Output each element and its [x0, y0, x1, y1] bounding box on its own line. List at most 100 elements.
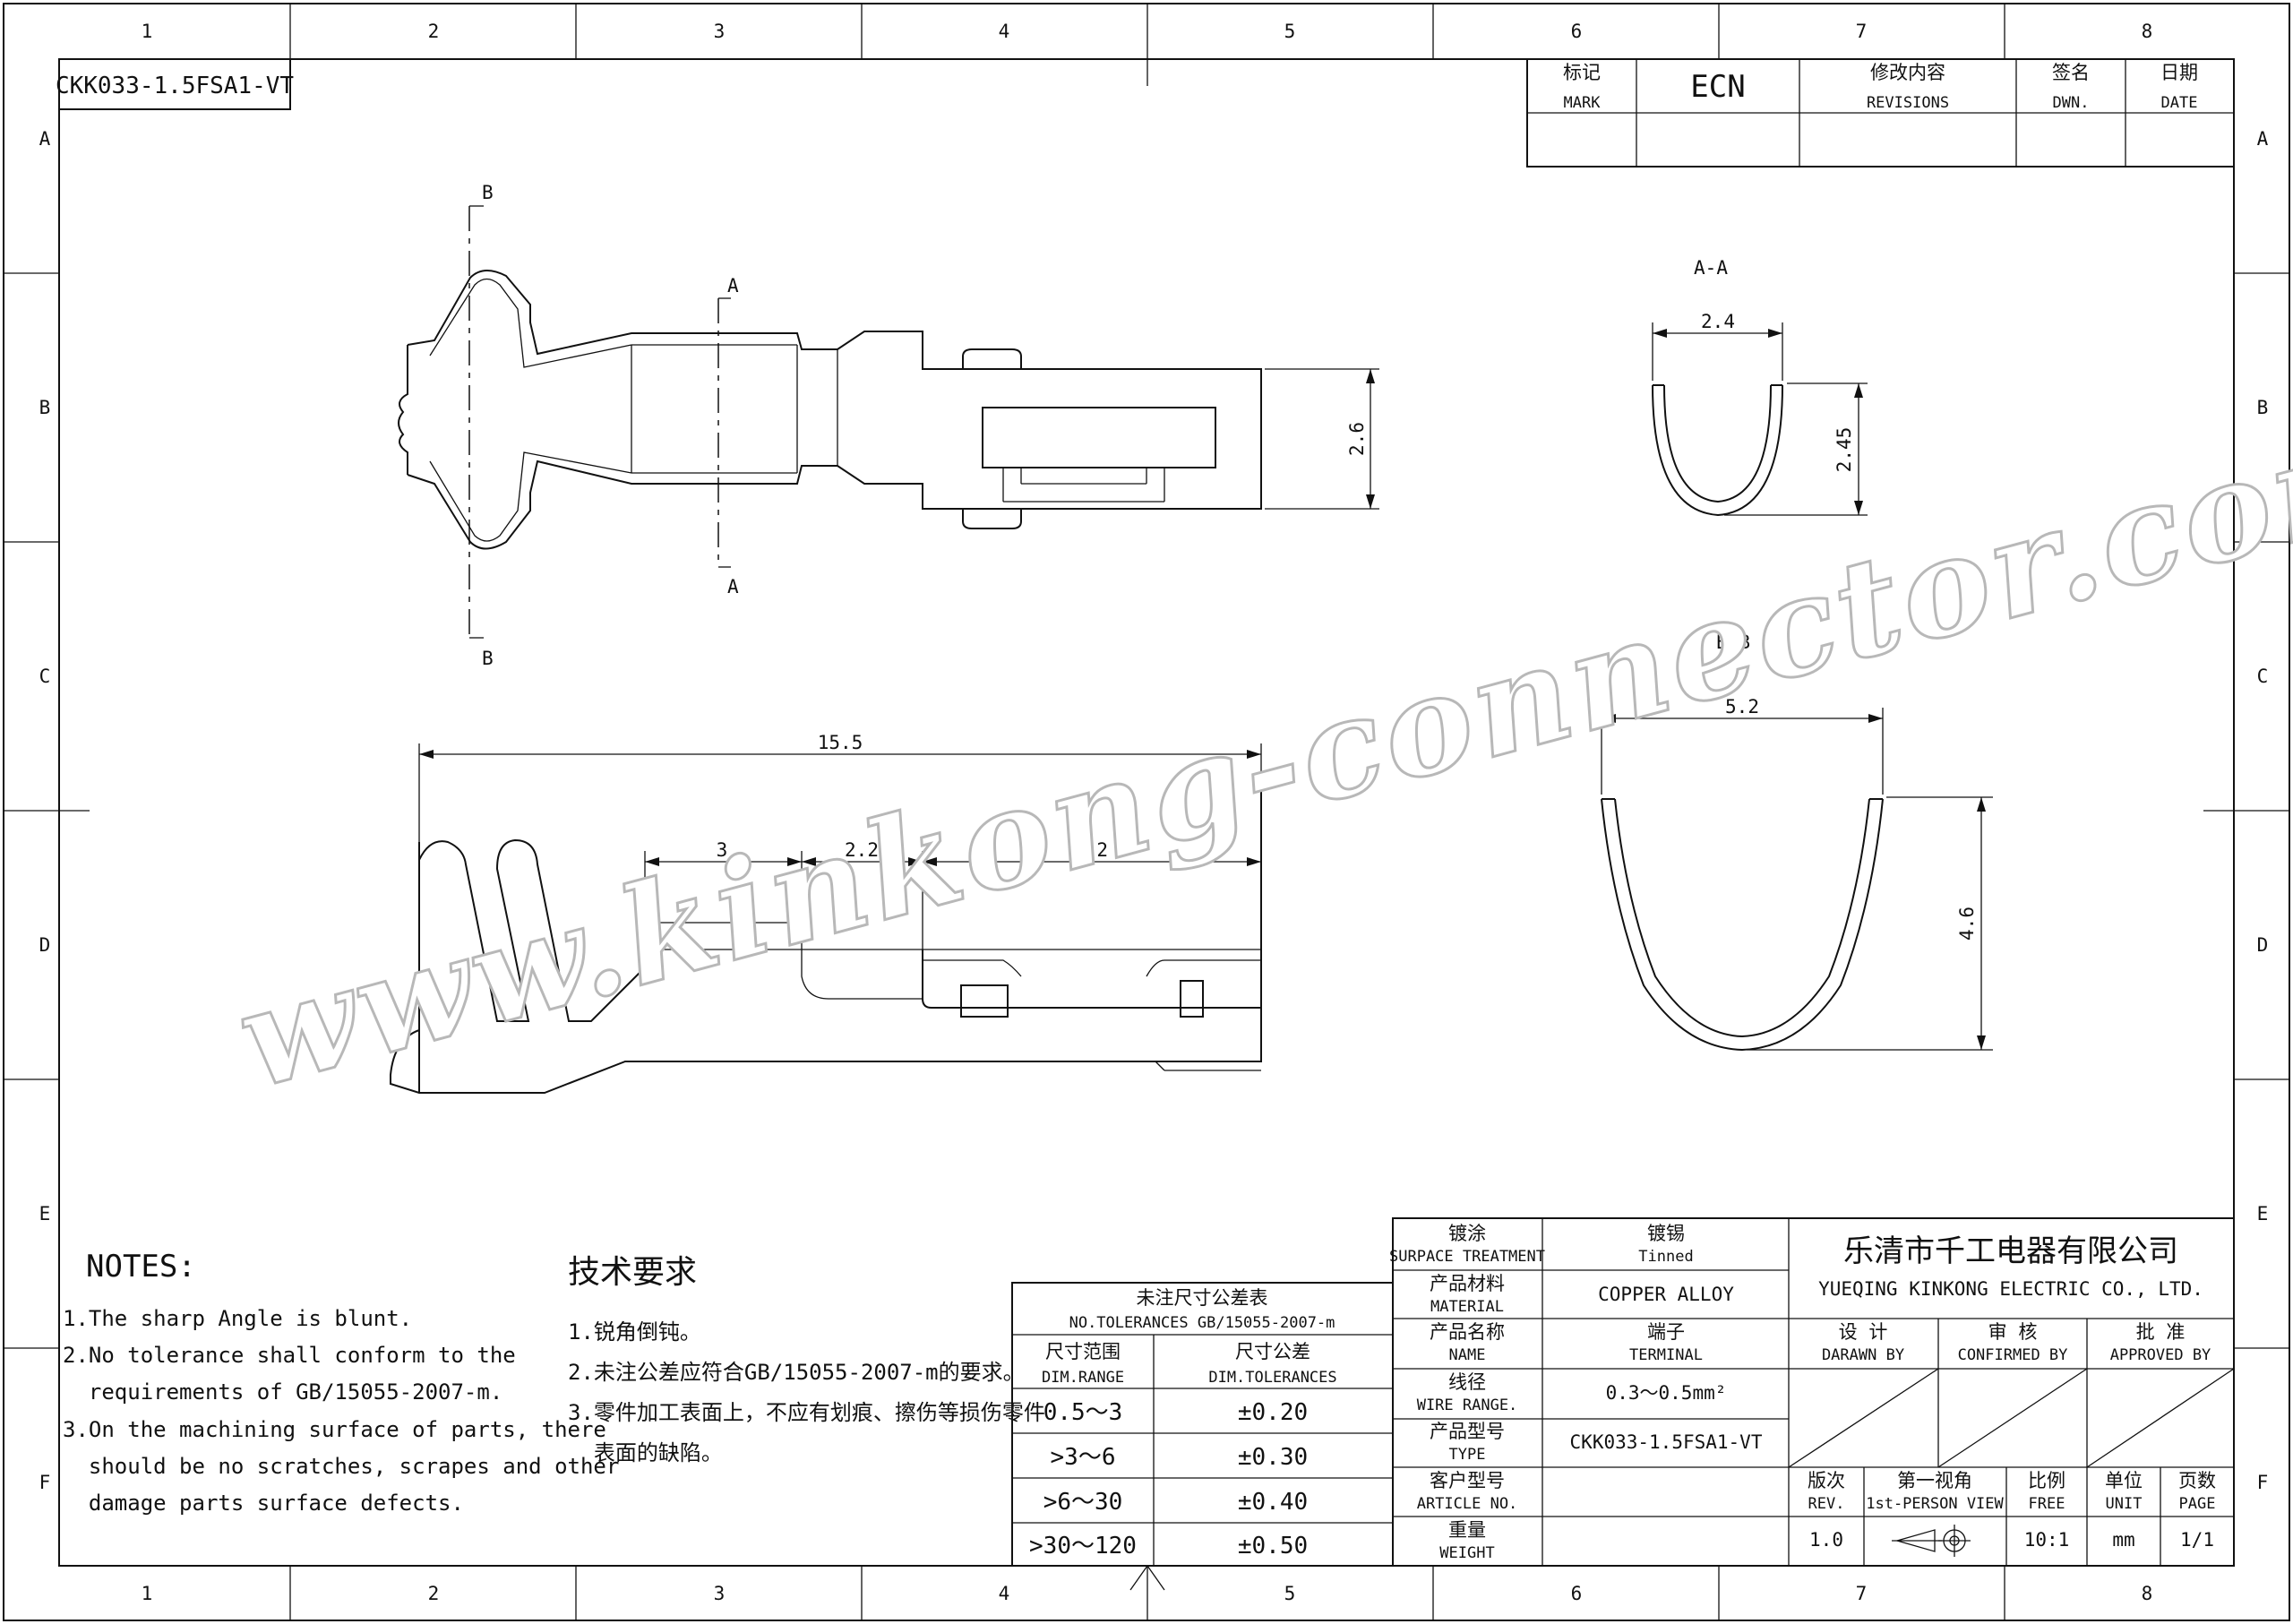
column-labels: 1 2 3 4 5 6 7 8 1 2 3 4 5 6 7 8 — [142, 21, 2153, 1604]
tb-value-cn: 端子 — [1647, 1321, 1685, 1343]
col-label-top: 8 — [2142, 21, 2153, 42]
col-label-top: 1 — [142, 21, 153, 42]
part-number-box: CKK033-1.5FSA1-VT — [56, 58, 294, 110]
row-label-right: B — [2257, 397, 2269, 418]
info-label-en: REV. — [1808, 1495, 1845, 1513]
row-label-left: F — [39, 1472, 51, 1493]
cut-label-b-bottom: B — [482, 648, 494, 669]
row-label-left: B — [39, 397, 51, 418]
tb-label-en: WIRE RANGE. — [1417, 1396, 1518, 1414]
tol-col1-en: DIM.RANGE — [1042, 1369, 1124, 1387]
info-label-cn: 版次 — [1808, 1470, 1845, 1491]
tb-label-en: SURPACE TREATMENT — [1389, 1248, 1545, 1266]
col-label-bottom: 7 — [1856, 1583, 1868, 1604]
section-b-label: B-B — [1716, 632, 1750, 653]
rev-date-cn: 日期 — [2160, 62, 2198, 83]
col-label-top: 2 — [428, 21, 440, 42]
row-label-right: E — [2257, 1203, 2269, 1224]
tb-label-cn: 客户型号 — [1430, 1470, 1505, 1491]
dim-aa-width: 2.4 — [1701, 311, 1735, 332]
row-label-left: E — [39, 1203, 51, 1224]
tol-col1-cn: 尺寸范围 — [1045, 1341, 1121, 1362]
tol-col2-en: DIM.TOLERANCES — [1208, 1369, 1336, 1387]
tb-value-en: CKK033-1.5FSA1-VT — [1570, 1431, 1763, 1453]
rev-mark-cn: 标记 — [1563, 62, 1601, 83]
tb-value-en: COPPER ALLOY — [1598, 1284, 1734, 1305]
dim-top-height: 2.6 — [1346, 422, 1368, 456]
title-block: 乐清市千工电器有限公司 YUEQING KINKONG ELECTRIC CO.… — [1389, 1217, 2235, 1567]
sign-role-cn: 设 计 — [1839, 1321, 1888, 1343]
notes-line-en: 1.The sharp Angle is blunt. — [63, 1306, 412, 1331]
notes-line-en: 3.On the machining surface of parts, the… — [63, 1417, 606, 1442]
col-label-top: 6 — [1571, 21, 1583, 42]
row-label-right: C — [2257, 666, 2269, 687]
side-view: 15.5 3 2.2 6.2 — [390, 732, 1262, 1094]
notes-title-en: NOTES: — [86, 1249, 196, 1285]
tol-title-en: NO.TOLERANCES GB/15055-2007-m — [1069, 1314, 1335, 1332]
rev-date-en: DATE — [2161, 94, 2198, 112]
row-labels: A B C D E F A B C D E F — [39, 128, 2269, 1493]
dim-bb-width: 5.2 — [1725, 696, 1759, 717]
cut-label-b-top: B — [482, 182, 494, 203]
notes-line-cn: 1.锐角倒钝。 — [568, 1319, 701, 1345]
tb-label-en: MATERIAL — [1430, 1298, 1504, 1316]
notes-line-en: 2.No tolerance shall conform to the — [63, 1343, 516, 1368]
col-label-top: 4 — [999, 21, 1010, 42]
info-label-en: PAGE — [2179, 1495, 2216, 1513]
dim-total-length: 15.5 — [818, 732, 863, 753]
sign-role-cn: 审 核 — [1988, 1321, 2038, 1343]
col-label-bottom: 8 — [2142, 1583, 2153, 1604]
tb-value-en: 0.3～0.5mm² — [1606, 1382, 1727, 1404]
col-label-bottom: 2 — [428, 1583, 440, 1604]
tolerance-table: 未注尺寸公差表 NO.TOLERANCES GB/15055-2007-m 尺寸… — [1011, 1282, 1394, 1567]
notes-line-cn: 2.未注公差应符合GB/15055-2007-m的要求。 — [568, 1360, 1025, 1385]
rev-revisions-cn: 修改内容 — [1870, 62, 1945, 83]
sign-role-en: CONFIRMED BY — [1958, 1346, 2068, 1364]
col-label-bottom: 3 — [714, 1583, 726, 1604]
section-b-b: B-B 5.2 4.6 — [1601, 632, 1993, 1052]
rev-sign-en: DWN. — [2053, 94, 2090, 112]
tol-range: 0.5～3 — [1043, 1399, 1123, 1426]
row-label-right: D — [2257, 934, 2269, 956]
cut-label-a-bottom: A — [727, 576, 739, 597]
sign-role-cn: 批 准 — [2136, 1321, 2186, 1343]
sign-role-en: DARAWN BY — [1822, 1346, 1904, 1364]
tb-label-en: TYPE — [1449, 1446, 1486, 1464]
info-label-cn: 单位 — [2105, 1470, 2143, 1491]
revision-table: 标记 MARK ECN 修改内容 REVISIONS 签名 DWN. 日期 DA… — [1526, 58, 2235, 168]
notes-english: NOTES: 1.The sharp Angle is blunt. 2.No … — [63, 1249, 619, 1516]
tb-label-cn: 产品名称 — [1430, 1321, 1505, 1343]
tol-range: >6～30 — [1043, 1489, 1123, 1516]
row-label-right: A — [2257, 128, 2269, 150]
row-label-left: A — [39, 128, 51, 150]
col-label-bottom: 6 — [1571, 1583, 1583, 1604]
dim-seg2: 2.2 — [845, 839, 879, 861]
notes-line-cn: 表面的缺陷。 — [568, 1440, 723, 1465]
tol-value: ±0.50 — [1238, 1533, 1308, 1560]
info-value: 1.0 — [1809, 1529, 1843, 1551]
col-label-bottom: 4 — [999, 1583, 1010, 1604]
dim-seg1: 3 — [717, 839, 728, 861]
dim-seg3: 6.2 — [1074, 839, 1108, 861]
dim-aa-height: 2.45 — [1834, 427, 1855, 473]
notes-title-cn: 技术要求 — [568, 1254, 697, 1291]
section-a-a: A-A 2.4 2.45 — [1652, 257, 1868, 517]
tb-value-cn: 镀锡 — [1647, 1223, 1685, 1244]
row-label-right: F — [2257, 1472, 2269, 1493]
tb-label-cn: 线径 — [1448, 1371, 1486, 1393]
row-label-left: D — [39, 934, 51, 956]
notes-chinese: 技术要求 1.锐角倒钝。 2.未注公差应符合GB/15055-2007-m的要求… — [568, 1254, 1045, 1465]
info-label-cn: 第一视角 — [1897, 1470, 1972, 1491]
info-value: mm — [2112, 1529, 2134, 1551]
dim-bb-height: 4.6 — [1956, 907, 1978, 941]
projection-symbol-icon — [1892, 1525, 1971, 1557]
tol-title-cn: 未注尺寸公差表 — [1137, 1287, 1268, 1309]
tb-label-cn: 重量 — [1448, 1519, 1486, 1541]
info-label-cn: 页数 — [2178, 1470, 2216, 1491]
part-number: CKK033-1.5FSA1-VT — [56, 73, 294, 99]
tb-value-en: TERMINAL — [1629, 1346, 1703, 1364]
info-label-cn: 比例 — [2028, 1470, 2065, 1491]
col-label-bottom: 1 — [142, 1583, 153, 1604]
row-label-left: C — [39, 666, 51, 687]
